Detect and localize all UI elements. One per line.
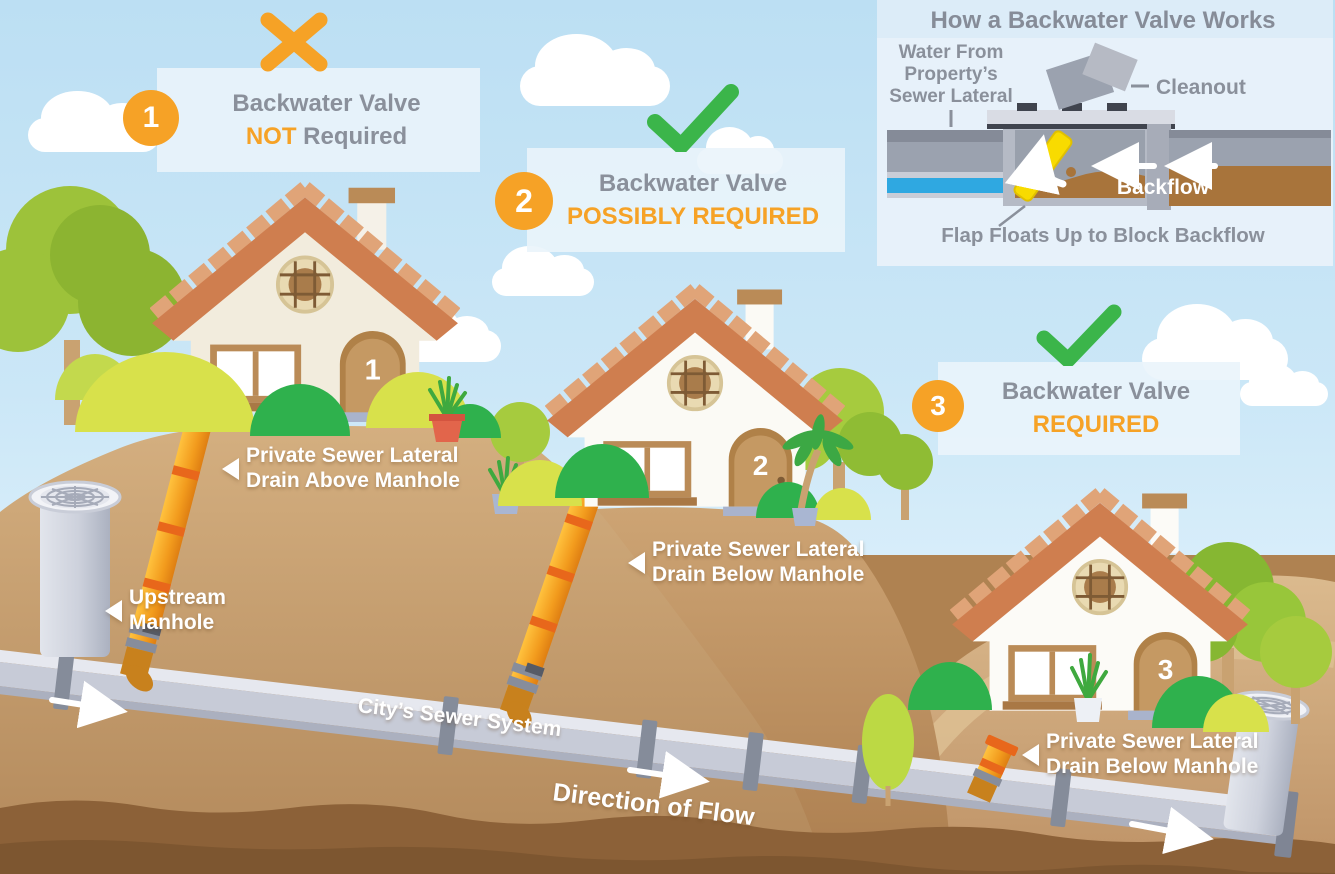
sewer-main-section — [1169, 130, 1331, 206]
window — [1002, 645, 1102, 710]
round-window — [666, 355, 724, 412]
badge-panel — [157, 68, 480, 172]
cloud-icon — [520, 34, 670, 106]
bushes-house-2 — [488, 414, 871, 526]
label-line: Upstream — [129, 586, 226, 609]
valve-explainer-panel: How a Backwater Valve Works Water From P… — [875, 0, 1335, 268]
upstream-manhole — [28, 480, 122, 657]
badge-title: Backwater Valve — [598, 169, 788, 197]
tree — [1260, 616, 1332, 724]
badge-status: REQUIRED — [1032, 411, 1160, 438]
house-2: 2 — [545, 284, 845, 516]
badge-3: 3 Backwater Valve REQUIRED — [912, 304, 1240, 455]
label-line: Drain Below Manhole — [652, 562, 865, 586]
badge-status: POSSIBLY REQUIRED — [566, 202, 820, 230]
label-line: Drain Above Manhole — [246, 468, 460, 492]
badge-status: NOT Required — [245, 122, 408, 150]
water-from-line: Water From — [899, 42, 1004, 63]
check-icon — [647, 84, 739, 152]
water-from-line: Sewer Lateral — [889, 86, 1013, 107]
label-line: Private Sewer Lateral — [246, 444, 459, 467]
private-lateral-pipe-3 — [967, 734, 1019, 803]
direction-of-flow-arrow — [627, 751, 710, 799]
lateral-pipe-section — [887, 130, 1009, 198]
label-lateral-below-manhole-2: Private Sewer Lateral Drain Below Manhol… — [628, 538, 864, 588]
label-line: Private Sewer Lateral — [1046, 730, 1259, 753]
badge-panel — [938, 362, 1240, 455]
private-lateral-pipe-2 — [499, 463, 614, 728]
cleanout-label: Cleanout — [1156, 76, 1246, 99]
bushes-house-1 — [75, 352, 501, 442]
manhole-grate — [41, 486, 109, 508]
backflow-label: Backflow — [1117, 176, 1210, 199]
arrow-left-icon — [222, 457, 239, 480]
badge-1: 1 Backwater Valve NOT Required — [123, 12, 480, 172]
badge-title: Backwater Valve — [1001, 378, 1191, 405]
house-number: 1 — [365, 354, 381, 386]
badge-number: 2 — [495, 172, 553, 230]
label-lateral-below-manhole-3: Private Sewer Lateral Drain Below Manhol… — [1022, 730, 1258, 780]
tree — [0, 186, 186, 425]
round-window — [1071, 559, 1129, 616]
badge-title: Backwater Valve — [232, 89, 421, 117]
badge-number: 3 — [912, 380, 964, 432]
arrow-left-icon — [1022, 743, 1039, 766]
cloud-icon — [492, 245, 594, 296]
label-line: Private Sewer Lateral — [652, 538, 865, 561]
round-window — [275, 255, 335, 314]
arrow-left-icon — [105, 599, 122, 622]
cloud-icon — [1240, 362, 1328, 406]
panel-title: How a Backwater Valve Works — [930, 7, 1275, 34]
badge-number: 1 — [123, 90, 179, 146]
check-icon — [1036, 304, 1122, 366]
arrow-left-icon — [628, 551, 645, 574]
house-number: 2 — [753, 450, 769, 481]
water-from-line: Property’s — [904, 64, 997, 85]
potted-plant — [428, 376, 467, 420]
label-line: Drain Below Manhole — [1046, 754, 1259, 778]
x-icon — [260, 12, 328, 72]
palm-tree — [782, 414, 854, 526]
flap-caption: Flap Floats Up to Block Backflow — [941, 224, 1265, 247]
city-sewer-main — [0, 648, 1299, 858]
cleanout-riser — [1045, 42, 1138, 110]
label-lateral-above-manhole: Private Sewer Lateral Drain Above Manhol… — [222, 444, 460, 494]
label-upstream-manhole: Upstream Manhole — [105, 586, 226, 636]
flap-motion-arrow — [1004, 134, 1067, 195]
bushes-house-3 — [862, 653, 1269, 806]
flow-arrow — [1129, 806, 1214, 855]
potted-plant — [1070, 653, 1108, 702]
house-number: 3 — [1158, 654, 1174, 685]
tree — [877, 434, 933, 520]
label-line: Manhole — [129, 610, 215, 634]
flow-arrow — [49, 680, 128, 729]
clean-water — [887, 178, 1009, 193]
soil-band-darker — [0, 840, 1335, 874]
badge-panel — [527, 148, 845, 252]
badge-2: 2 Backwater Valve POSSIBLY REQUIRED — [495, 84, 845, 252]
